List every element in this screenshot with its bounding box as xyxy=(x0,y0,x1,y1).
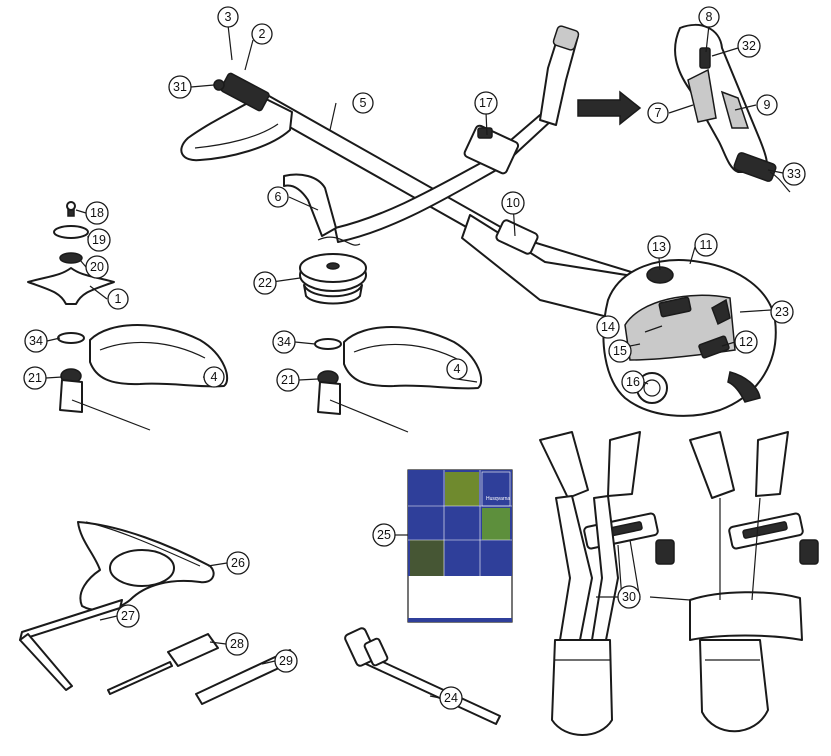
svg-text:26: 26 xyxy=(231,556,245,570)
svg-text:10: 10 xyxy=(506,196,520,210)
callout-2: 2 xyxy=(251,23,273,45)
callout-11: 11 xyxy=(694,233,718,257)
svg-text:4: 4 xyxy=(454,362,461,376)
svg-text:11: 11 xyxy=(700,238,713,252)
callout-20: 20 xyxy=(85,255,109,279)
callout-24: 24 xyxy=(439,686,463,710)
svg-text:34: 34 xyxy=(29,334,43,348)
svg-text:27: 27 xyxy=(121,609,135,623)
callout-12: 12 xyxy=(734,330,758,354)
callout-6: 6 xyxy=(267,186,289,208)
harness-right xyxy=(689,431,819,733)
handlebar xyxy=(283,25,580,243)
svg-text:5: 5 xyxy=(360,96,367,110)
svg-text:28: 28 xyxy=(230,637,244,651)
callout-33: 33 xyxy=(782,162,806,186)
harness-left xyxy=(539,431,675,736)
svg-text:25: 25 xyxy=(377,528,391,542)
svg-text:20: 20 xyxy=(90,260,104,274)
svg-text:13: 13 xyxy=(652,240,666,254)
svg-text:33: 33 xyxy=(787,167,801,181)
callout-26: 26 xyxy=(226,551,250,575)
svg-text:30: 30 xyxy=(622,590,636,604)
combination-spanner xyxy=(344,627,501,725)
callout-9: 9 xyxy=(756,94,778,116)
callout-16: 16 xyxy=(621,370,645,394)
callout-21-left: 21 xyxy=(23,366,47,390)
transport-guard xyxy=(77,521,215,612)
callout-34-mid: 34 xyxy=(272,330,296,354)
callout-32: 32 xyxy=(737,34,761,58)
callout-7: 7 xyxy=(647,102,669,124)
screwdriver xyxy=(107,633,219,695)
engine xyxy=(602,259,777,417)
svg-text:17: 17 xyxy=(479,96,493,110)
arrow xyxy=(577,90,642,126)
svg-text:15: 15 xyxy=(613,344,627,358)
svg-text:21: 21 xyxy=(281,373,295,387)
svg-text:24: 24 xyxy=(444,691,458,705)
handle-bracket xyxy=(463,124,520,175)
trimmer-head-assembly xyxy=(299,236,483,433)
hex-key xyxy=(19,599,123,691)
callout-34-left: 34 xyxy=(24,329,48,353)
svg-text:22: 22 xyxy=(258,276,272,290)
svg-text:1: 1 xyxy=(115,292,122,306)
svg-text:34: 34 xyxy=(277,335,291,349)
svg-text:6: 6 xyxy=(275,190,282,204)
manual-brand: Husqvarna xyxy=(486,496,510,502)
callout-3: 3 xyxy=(217,6,239,28)
callout-4-mid: 4 xyxy=(446,358,468,380)
svg-text:19: 19 xyxy=(92,233,106,247)
callout-13: 13 xyxy=(647,235,671,259)
callout-22: 22 xyxy=(253,271,277,295)
svg-text:16: 16 xyxy=(626,375,640,389)
callout-23: 23 xyxy=(770,300,794,324)
svg-text:23: 23 xyxy=(775,305,789,319)
svg-text:4: 4 xyxy=(211,370,218,384)
leader-lines xyxy=(45,24,784,699)
svg-text:2: 2 xyxy=(259,27,266,41)
operator-manual: Husqvarna xyxy=(407,469,513,623)
svg-text:9: 9 xyxy=(764,98,771,112)
callout-17: 17 xyxy=(474,91,498,115)
callout-30: 30 xyxy=(617,585,641,609)
callout-28: 28 xyxy=(225,632,249,656)
callout-15: 15 xyxy=(608,339,632,363)
callout-19: 19 xyxy=(87,228,111,252)
shaft-clamp xyxy=(495,219,539,255)
svg-text:14: 14 xyxy=(601,320,615,334)
callout-18: 18 xyxy=(85,201,109,225)
callout-31: 31 xyxy=(168,75,192,99)
blade-assembly xyxy=(27,201,229,431)
svg-text:21: 21 xyxy=(28,371,42,385)
svg-text:31: 31 xyxy=(173,80,187,94)
callout-27: 27 xyxy=(116,604,140,628)
svg-text:8: 8 xyxy=(706,10,713,24)
callout-21-mid: 21 xyxy=(276,368,300,392)
callout-4-left: 4 xyxy=(203,366,225,388)
grass-guard xyxy=(180,72,293,162)
callout-14: 14 xyxy=(596,315,620,339)
callout-8: 8 xyxy=(698,6,720,28)
callout-10: 10 xyxy=(501,191,525,215)
callout-5: 5 xyxy=(352,92,374,114)
svg-text:32: 32 xyxy=(742,39,756,53)
svg-text:3: 3 xyxy=(225,10,232,24)
svg-text:12: 12 xyxy=(739,335,753,349)
svg-text:18: 18 xyxy=(90,206,104,220)
callout-25: 25 xyxy=(372,523,396,547)
callout-1: 1 xyxy=(107,288,129,310)
callout-29: 29 xyxy=(274,649,298,673)
svg-text:29: 29 xyxy=(279,654,293,668)
svg-text:7: 7 xyxy=(655,106,662,120)
